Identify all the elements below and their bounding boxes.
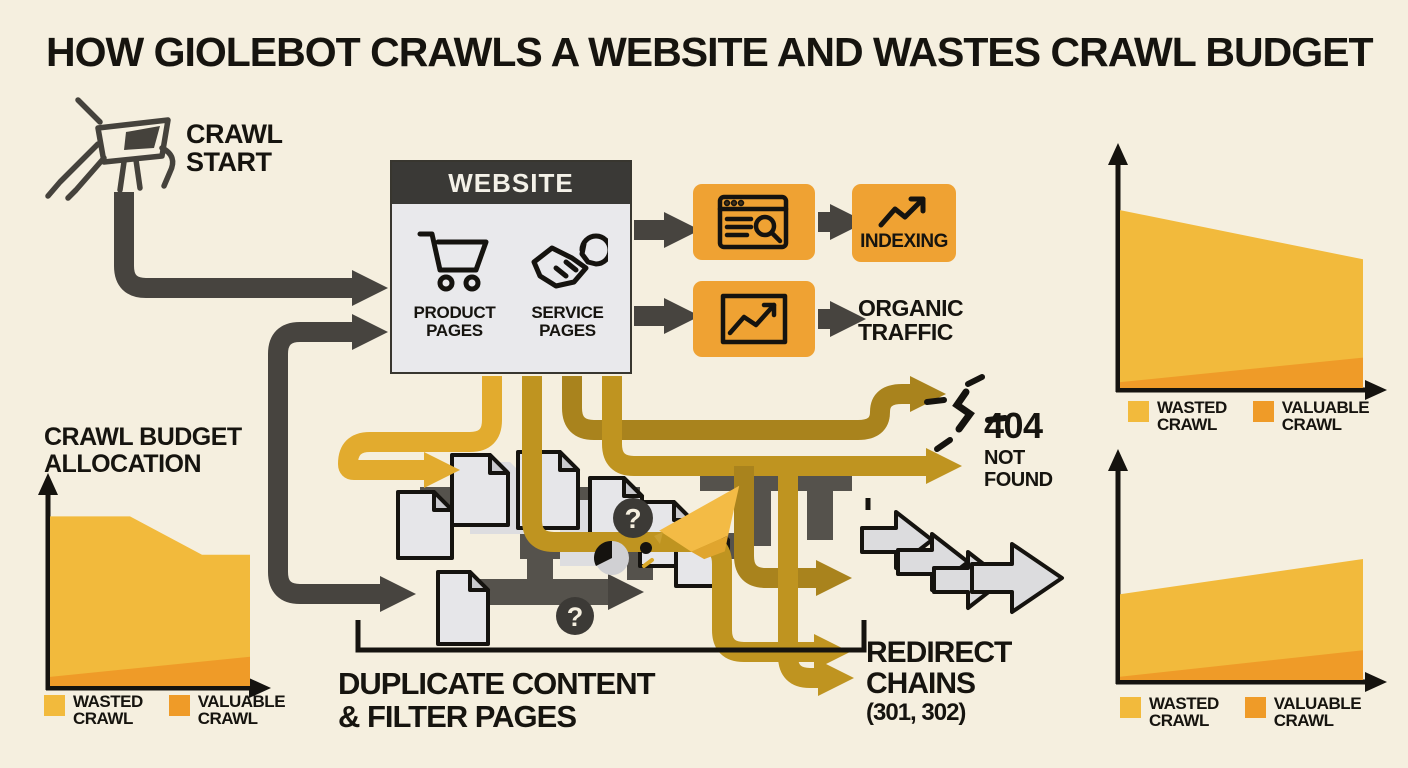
bracket <box>355 620 867 653</box>
product-pages: PRODUCT PAGES <box>414 228 496 340</box>
indexing-box: INDEXING <box>852 184 956 262</box>
wasted-swatch <box>1128 401 1149 422</box>
svg-text:?: ? <box>624 503 641 534</box>
not-found-label: 404 NOT FOUND <box>984 405 1053 492</box>
chart-axes <box>38 143 1387 698</box>
indexing-label: INDEXING <box>860 231 948 252</box>
question-mark-icon: ? <box>613 498 653 538</box>
service-pages: SERVICE PAGES <box>526 228 609 340</box>
crawler-bot-icon <box>45 97 176 201</box>
crawl-start-label: CRAWL START <box>186 119 283 178</box>
valuable-swatch <box>168 695 190 716</box>
leaking-funnel-icon <box>659 485 740 560</box>
website-header: WEBSITE <box>392 162 630 204</box>
chart-areas <box>50 210 1363 686</box>
pie-chart-icon <box>593 540 629 575</box>
analytics-box <box>693 281 815 357</box>
crawl-budget-title: CRAWL BUDGET ALLOCATION <box>44 423 242 478</box>
duplicate-content-label: DUPLICATE CONTENT & FILTER PAGES <box>338 666 656 734</box>
handshake-wrench-icon <box>531 233 609 289</box>
wasted-swatch <box>1120 697 1141 718</box>
organic-traffic-label: ORGANIC TRAFFIC <box>858 295 964 346</box>
wasted-swatch <box>44 695 65 716</box>
website-box: WEBSITE PRODUCT PAGES <box>390 160 632 374</box>
browser-search-icon <box>717 194 789 250</box>
redirect-chain-icon <box>860 498 1064 614</box>
valuable-swatch <box>1244 697 1266 718</box>
svg-text:?: ? <box>567 602 584 632</box>
broken-link-icon <box>924 374 1008 452</box>
line-chart-icon <box>720 293 788 345</box>
funnel-drip-icons <box>640 532 663 568</box>
page-title: HOW GIOLEBOT CRAWLS A WEBSITE AND WASTES… <box>46 29 1374 75</box>
status-code: 404 <box>984 405 1043 446</box>
valuable-swatch <box>1252 401 1274 422</box>
redirect-chains-label: REDIRECT CHAINS (301, 302) <box>866 636 1012 727</box>
trend-up-icon <box>878 196 926 228</box>
shopping-cart-icon <box>417 231 489 292</box>
question-mark-icon: ? <box>556 597 594 635</box>
dark-crawl-pipes <box>114 192 866 612</box>
serp-preview-box <box>693 184 815 260</box>
